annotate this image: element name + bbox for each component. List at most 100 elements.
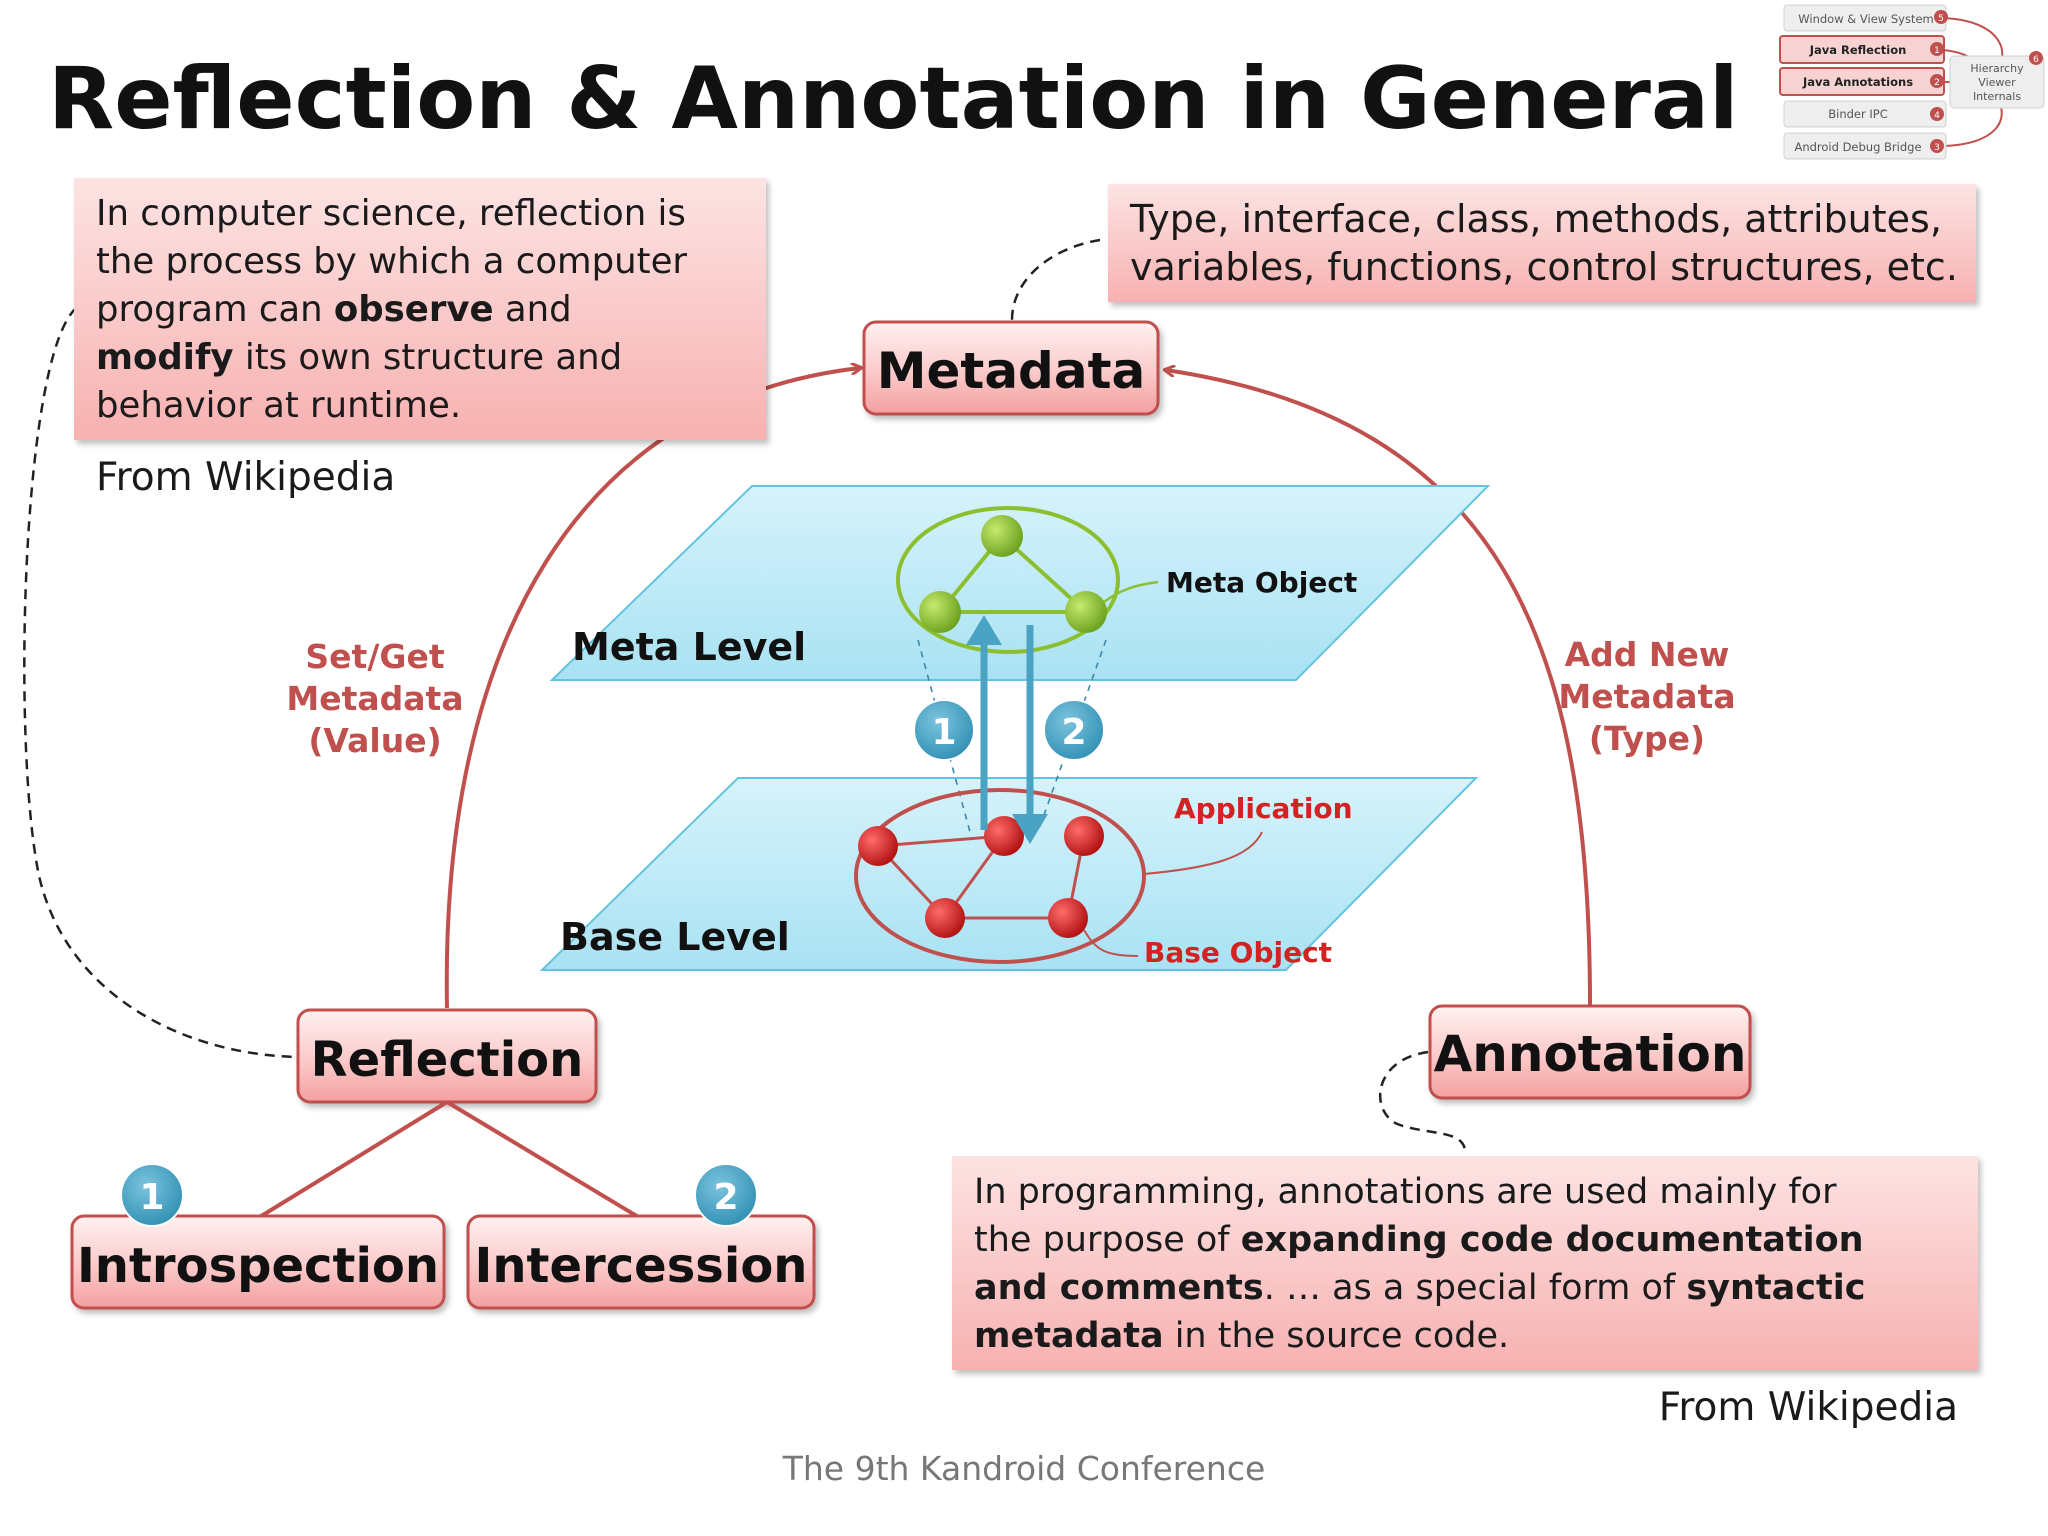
nav-num: 1	[1934, 46, 1940, 56]
def-text: its own structure and	[233, 337, 623, 378]
setget-label: Set/Get Metadata (Value)	[286, 637, 463, 760]
dashed-connector-metadata-desc	[1010, 238, 1101, 321]
reflection-definition-text: In computer science, reflection is the p…	[96, 190, 761, 430]
def-text: In programming, annotations are used mai…	[974, 1172, 1837, 1212]
addnew-line: (Type)	[1589, 719, 1705, 758]
metadata-description-box	[1108, 184, 1976, 302]
nav-item-binder-ipc[interactable]: Binder IPC 4	[1783, 100, 1947, 128]
metadata-desc-line-2: variables, functions, control structures…	[1130, 245, 1958, 289]
nav-side-line: Hierarchy	[1970, 62, 2024, 75]
nav-side-line: Viewer	[1978, 76, 2016, 89]
meta-object	[896, 506, 1120, 654]
red-node	[925, 898, 965, 938]
from-wikipedia-annotation: From Wikipedia	[1659, 1385, 1958, 1430]
nav-num: 2	[1934, 78, 1940, 88]
tree-line-intercession	[445, 1100, 642, 1220]
badge-number: 2	[1061, 712, 1086, 753]
nav-num: 5	[1938, 14, 1944, 24]
base-object-ellipse	[854, 788, 1146, 964]
nav-num-circle	[1930, 139, 1944, 153]
introspection-node: Introspection	[70, 1214, 446, 1310]
red-node	[1048, 898, 1088, 938]
meta-object-triangle	[935, 533, 1092, 614]
def-line: behavior at runtime.	[96, 382, 761, 430]
nav-item-adb[interactable]: Android Debug Bridge 3	[1783, 132, 1947, 160]
nav-side-line: Internals	[1973, 90, 2021, 103]
def-text: and	[493, 289, 572, 330]
def-text: the process by which a computer	[96, 241, 688, 282]
metadata-node: Metadata	[862, 320, 1160, 416]
nav-num-circle	[1930, 74, 1944, 88]
dashed-connector-reflection-def	[23, 307, 299, 1059]
red-node	[858, 826, 898, 866]
def-bold: modify	[96, 337, 234, 378]
section-navigator: Window & View System 5 Java Reflection 1…	[1779, 4, 2045, 160]
def-line: program can observe and	[96, 286, 761, 334]
green-node	[919, 591, 961, 633]
badge-number: 1	[931, 712, 956, 753]
nav-num-circle	[1930, 107, 1944, 121]
nav-num: 4	[1934, 111, 1940, 121]
badge-1-arrow: 1	[913, 699, 975, 761]
red-node	[1064, 816, 1104, 856]
nav-label: Java Reflection	[1809, 43, 1907, 57]
annotation-label: Annotation	[1434, 1025, 1747, 1083]
def-text: . … as a special form of	[1263, 1268, 1687, 1308]
arrow-intercession-down	[1012, 625, 1048, 844]
arc-annotation-to-metadata	[1166, 370, 1592, 1006]
dashed-connector-annotation-def	[1379, 1050, 1467, 1153]
annotation-node: Annotation	[1428, 1004, 1752, 1100]
nav-item-window-view[interactable]: Window & View System 5	[1783, 4, 1948, 32]
nav-num-circle	[2029, 51, 2043, 65]
badge-1-introspection: 1	[120, 1163, 184, 1227]
addnew-line: Add New	[1565, 635, 1730, 674]
intercession-label: Intercession	[475, 1238, 808, 1294]
meta-level-label: Meta Level	[572, 625, 806, 669]
application-label: Application	[1174, 792, 1353, 825]
def-bold: observe	[333, 289, 494, 330]
def-line: the process by which a computer	[96, 238, 761, 286]
from-wikipedia-reflection: From Wikipedia	[96, 455, 395, 500]
reflection-definition-box	[74, 178, 766, 440]
def-text: In computer science, reflection is	[96, 193, 686, 234]
annotation-definition-text: In programming, annotations are used mai…	[974, 1168, 1974, 1360]
base-object-label: Base Object	[1144, 936, 1332, 969]
intercession-node: Intercession	[466, 1214, 816, 1310]
def-bold: syntactic	[1686, 1268, 1866, 1308]
addnew-line: Metadata	[1558, 677, 1735, 716]
nav-item-java-reflection[interactable]: Java Reflection 1	[1779, 35, 1945, 64]
green-node	[1065, 591, 1107, 633]
nav-num-circle	[1934, 10, 1948, 24]
meta-object-callout	[1103, 580, 1159, 604]
base-level-plane	[539, 777, 1479, 971]
metadata-desc-line-1: Type, interface, class, methods, attribu…	[1129, 197, 1942, 241]
base-object-callout	[1083, 929, 1139, 957]
badge-number: 2	[713, 1177, 738, 1218]
nav-item-java-annotations[interactable]: Java Annotations 2	[1779, 67, 1945, 96]
tree-line-introspection	[256, 1100, 449, 1220]
def-line: metadata in the source code.	[974, 1312, 1974, 1360]
nav-label: Binder IPC	[1828, 107, 1888, 121]
setget-line: Set/Get	[305, 637, 444, 676]
def-bold: expanding code documentation	[1240, 1220, 1864, 1260]
nav-item-hierarchy-viewer[interactable]: Hierarchy Viewer Internals 6	[1949, 51, 2045, 109]
nav-label: Android Debug Bridge	[1794, 140, 1921, 154]
def-line: In computer science, reflection is	[96, 190, 761, 238]
nav-num: 3	[1934, 143, 1940, 153]
def-line: In programming, annotations are used mai…	[974, 1168, 1974, 1216]
reflection-node: Reflection	[296, 1008, 598, 1104]
base-level-label: Base Level	[560, 915, 790, 959]
setget-line: Metadata	[286, 679, 463, 718]
metadata-label: Metadata	[877, 342, 1145, 400]
def-bold: metadata	[974, 1316, 1164, 1356]
def-text: the purpose of	[974, 1220, 1241, 1260]
annotation-definition-box	[952, 1156, 1978, 1370]
def-line: and comments. … as a special form of syn…	[974, 1264, 1974, 1312]
def-bold: and comments	[974, 1268, 1264, 1308]
addnew-label: Add New Metadata (Type)	[1558, 635, 1735, 758]
def-line: modify its own structure and	[96, 334, 761, 382]
def-text: behavior at runtime.	[96, 385, 462, 426]
meta-level-plane	[549, 485, 1491, 681]
meta-object-ellipse	[896, 506, 1120, 654]
